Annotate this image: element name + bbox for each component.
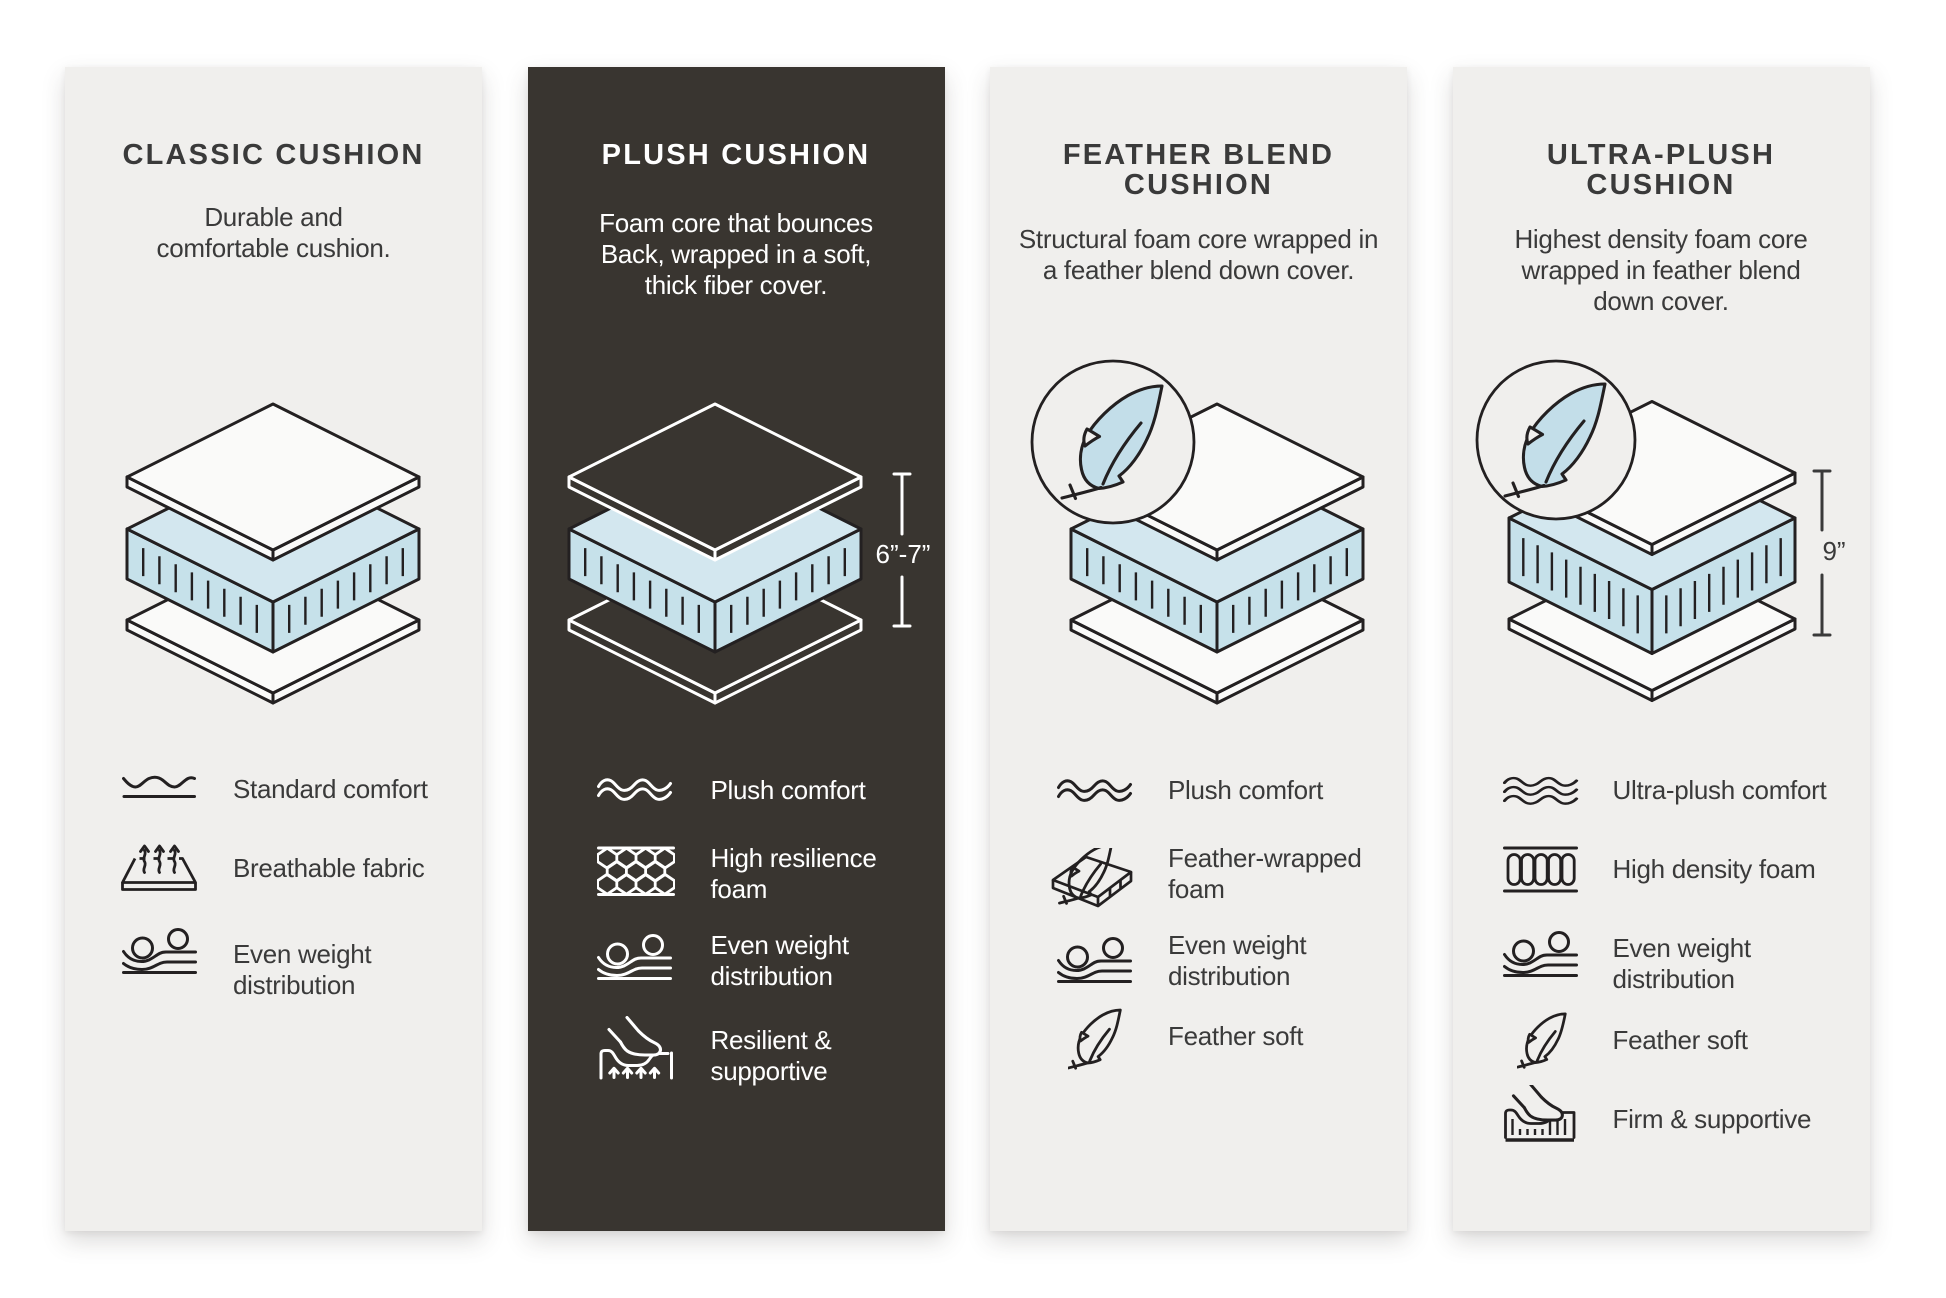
svg-text:6”-7”: 6”-7” bbox=[875, 539, 930, 569]
svg-text:9”: 9” bbox=[1822, 536, 1845, 566]
